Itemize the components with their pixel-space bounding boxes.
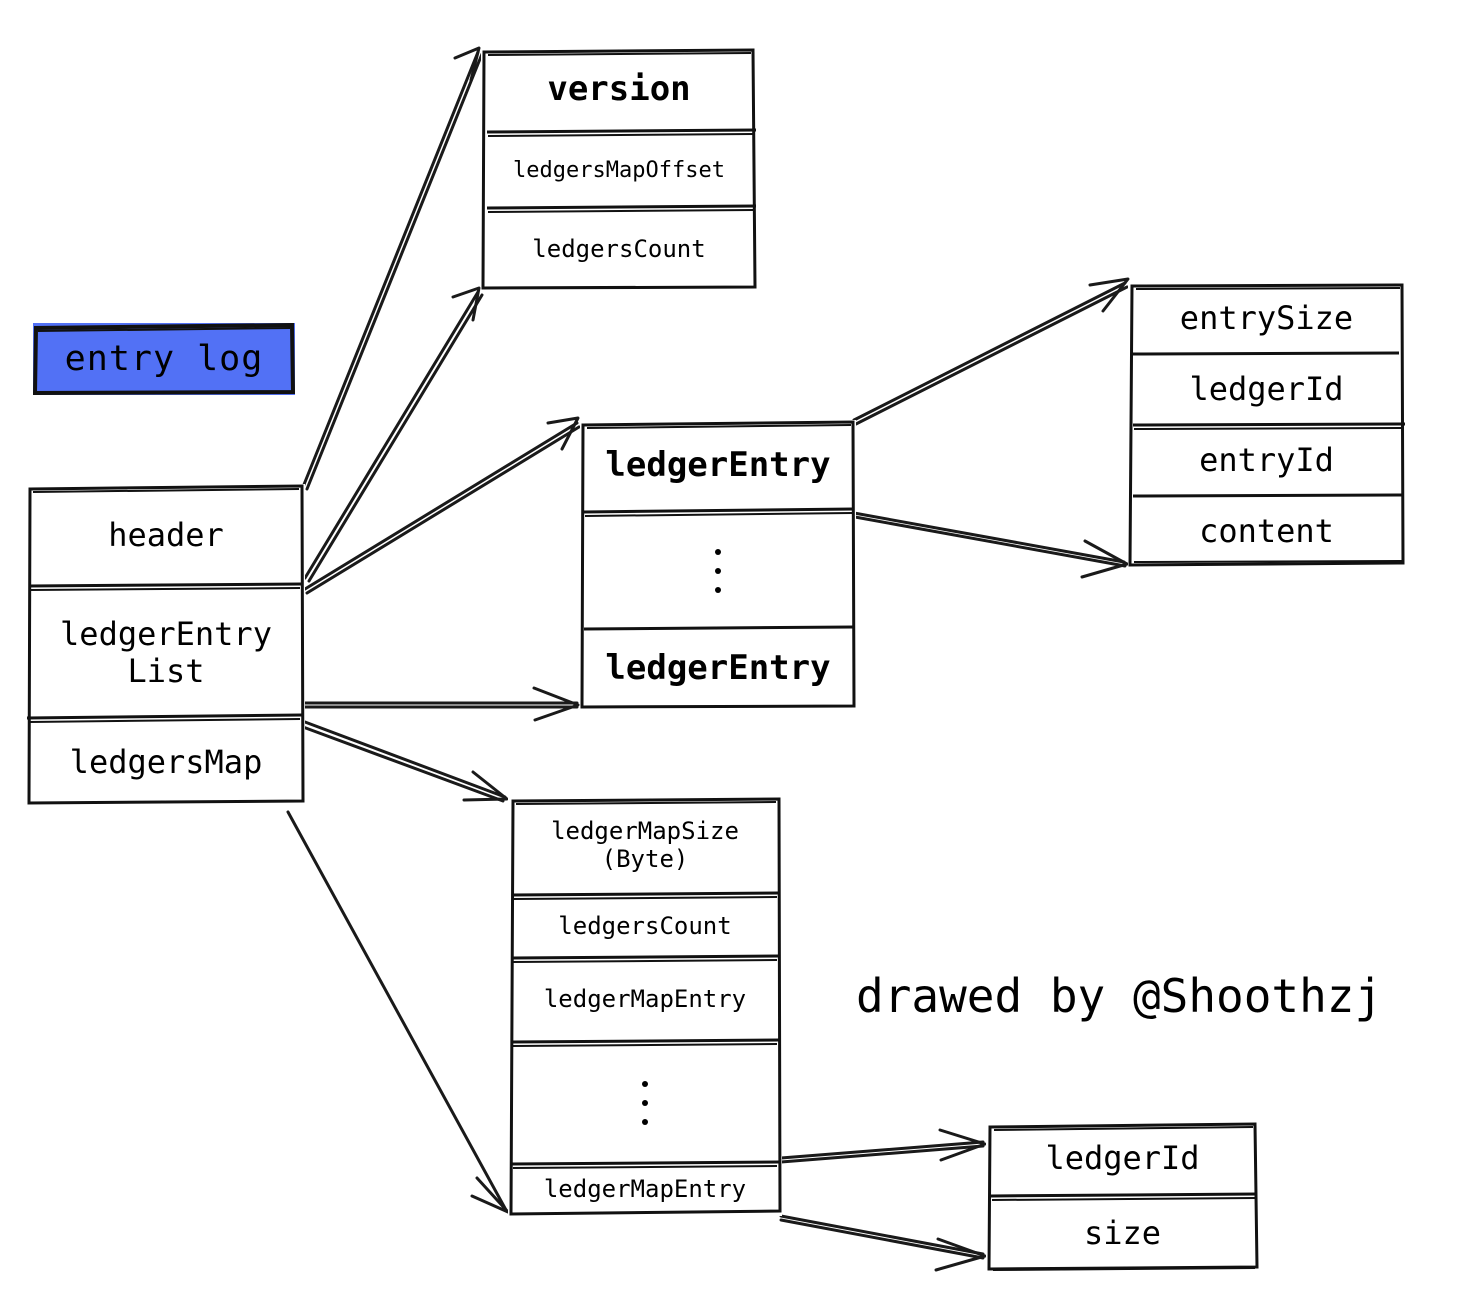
ledgers-map-row-count: ledgersCount bbox=[558, 911, 732, 940]
version-row-version: version bbox=[547, 69, 691, 110]
entry-detail-row-ledger-id: ledgerId bbox=[1189, 370, 1344, 409]
entry-log-row-ledgers-map: ledgersMap bbox=[69, 742, 263, 781]
entry-log-row-ledger-entry-list: ledgerEntry List bbox=[60, 614, 272, 690]
arrow-header-to-version-top bbox=[301, 46, 484, 491]
ledgers-map-ellipsis bbox=[508, 1042, 782, 1164]
entry-detail-row-entry-size: entrySize bbox=[1179, 299, 1354, 338]
entry-log-struct-box: header ledgerEntry List ledgersMap bbox=[27, 484, 305, 805]
version-struct-box: version ledgersMapOffset ledgersCount bbox=[481, 48, 757, 290]
arrow-list-to-ledgerentry-bottom bbox=[303, 686, 580, 722]
version-row-ledgers-map-offset: ledgersMapOffset bbox=[513, 158, 725, 184]
arrow-ledgerentry-to-detail-top bbox=[852, 277, 1130, 426]
ledger-map-entry-detail-box: ledgerId size bbox=[986, 1121, 1259, 1271]
ledger-map-entry-row-size: size bbox=[1083, 1214, 1162, 1253]
arrow-mapentry-to-size-top bbox=[779, 1128, 987, 1164]
entry-log-title-box: entry log bbox=[33, 323, 295, 395]
arrow-mapentry-to-size-bottom bbox=[779, 1214, 987, 1272]
ledger-entry-list-ellipsis bbox=[580, 512, 856, 629]
ledger-entry-list-struct-box: ledgerEntry ledgerEntry bbox=[580, 420, 856, 709]
arrow-header-to-version-bottom bbox=[303, 286, 484, 583]
ledgers-map-row-entry-last: ledgerMapEntry bbox=[543, 1175, 747, 1204]
version-row-ledgers-count: ledgersCount bbox=[532, 235, 706, 264]
entry-detail-row-content: content bbox=[1199, 512, 1334, 551]
ledger-entry-list-row-first: ledgerEntry bbox=[605, 445, 831, 486]
ledgers-map-row-entry-first: ledgerMapEntry bbox=[543, 985, 747, 1014]
ledger-map-entry-row-ledger-id: ledgerId bbox=[1045, 1139, 1200, 1178]
credit-text: drawed by @Shoothzj bbox=[856, 969, 1383, 1023]
arrow-list-to-ledgerentry-top bbox=[303, 416, 581, 595]
arrow-ledgersmap-to-detail-top bbox=[301, 720, 509, 803]
entry-log-label: entry log bbox=[64, 338, 264, 379]
ledgers-map-row-size: ledgerMapSize (Byte) bbox=[551, 817, 739, 873]
arrow-ledgersmap-to-detail-bottom bbox=[286, 810, 510, 1214]
ledgers-map-struct-box: ledgerMapSize (Byte) ledgersCount ledger… bbox=[508, 797, 782, 1216]
entry-detail-row-entry-id: entryId bbox=[1199, 441, 1334, 480]
ledger-entry-list-row-last: ledgerEntry bbox=[605, 648, 831, 689]
entry-log-row-header: header bbox=[108, 515, 224, 554]
arrow-ledgerentry-to-detail-bottom bbox=[852, 511, 1129, 579]
entry-detail-struct-box: entrySize ledgerId entryId content bbox=[1128, 283, 1405, 567]
